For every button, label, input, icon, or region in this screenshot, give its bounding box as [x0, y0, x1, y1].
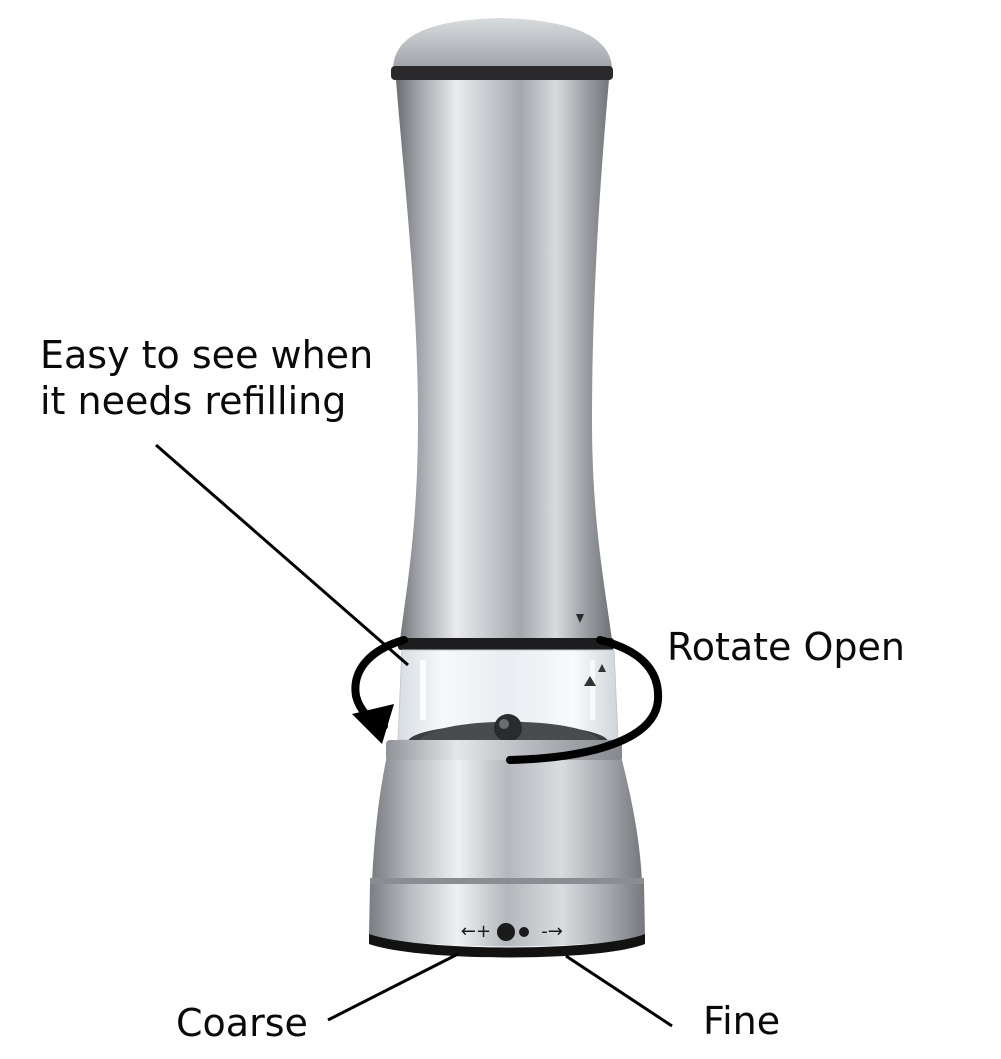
rotate-arrowhead-icon	[352, 704, 394, 744]
grinder-base	[372, 760, 642, 882]
fine-symbol: -→	[541, 921, 563, 942]
coarse-dot-icon	[497, 923, 515, 941]
fine-dot-icon	[519, 927, 529, 937]
refill-callout-line	[155, 443, 409, 667]
refill-annotation-line1: Easy to see when	[40, 333, 374, 377]
body-band	[398, 638, 614, 650]
refill-annotation: Easy to see when it needs refilling	[40, 332, 373, 424]
open-marker-icon	[584, 676, 596, 686]
coarse-annotation: Coarse	[176, 1001, 308, 1045]
lock-marker-icon	[576, 614, 584, 623]
fine-annotation: Fine	[703, 999, 781, 1043]
coarse-symbol: ←+	[461, 921, 491, 942]
dial-rim	[369, 934, 645, 958]
rotate-open-annotation: Rotate Open	[667, 625, 905, 669]
coarse-callout-line	[327, 952, 459, 1022]
fine-callout-line	[565, 954, 673, 1028]
adjustment-dial	[369, 884, 645, 947]
grinder-cap	[391, 18, 613, 80]
grinder-body	[396, 80, 612, 640]
base-seam	[370, 878, 644, 884]
coarseness-indicator: ←+ -→	[461, 921, 563, 942]
refill-annotation-line2: it needs refilling	[40, 379, 347, 423]
